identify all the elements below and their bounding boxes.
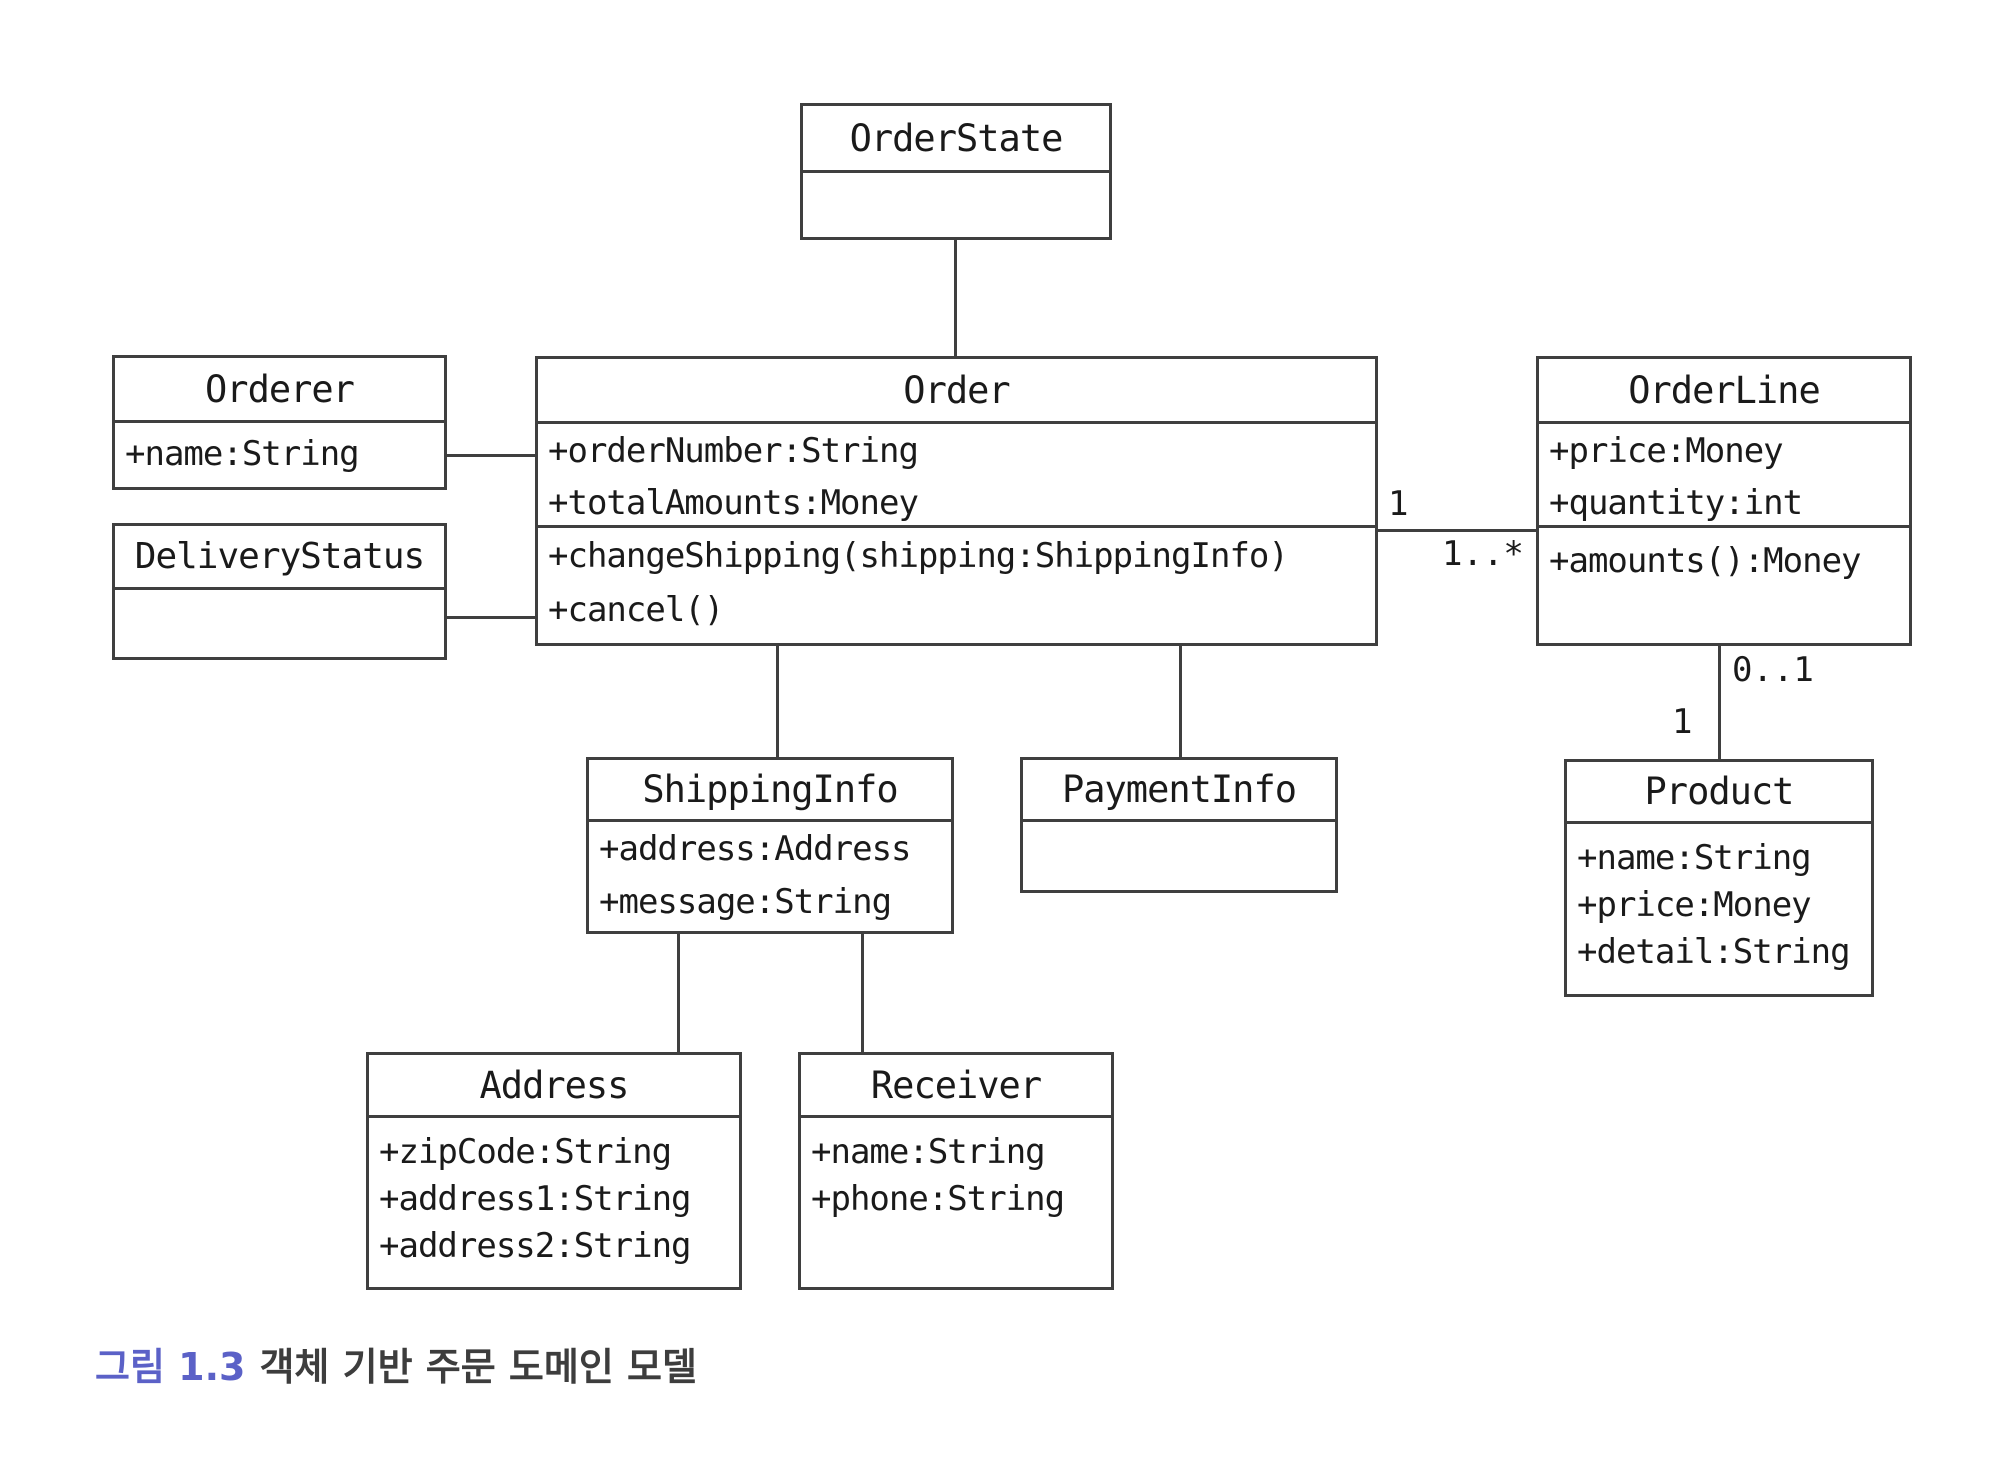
attribute-row: +name:String: [125, 433, 360, 474]
association-line-orderline-product: [1718, 645, 1721, 759]
association-line-deliverystatus-order: [447, 616, 535, 619]
association-line-order-shippinginfo: [776, 645, 779, 757]
class-name-order: Order: [538, 359, 1375, 424]
attributes-compartment: +zipCode:String +address1:String +addres…: [369, 1118, 739, 1284]
class-box-product: Product +name:String +price:Money +detai…: [1564, 759, 1874, 997]
class-box-orderer: Orderer +name:String: [112, 355, 447, 490]
association-line-order-orderline: [1378, 529, 1536, 532]
association-line-shippinginfo-address: [677, 934, 680, 1052]
methods-compartment: +amounts():Money: [1539, 528, 1909, 637]
class-box-paymentinfo: PaymentInfo: [1020, 757, 1338, 893]
attribute-row: +name:String: [1577, 837, 1812, 878]
attributes-compartment: +name:String +price:Money +detail:String: [1567, 824, 1871, 991]
figure-caption-number: 그림 1.3: [95, 1345, 246, 1389]
method-row: +amounts():Money: [1549, 541, 1862, 581]
method-row: +changeShipping(shipping:ShippingInfo): [548, 536, 1289, 576]
empty-compartment: [115, 590, 444, 654]
attribute-row: +address1:String: [379, 1178, 692, 1219]
method-row: +cancel(): [548, 590, 724, 630]
attributes-compartment: +address:Address +message:String: [589, 822, 951, 928]
attribute-row: +totalAmounts:Money: [548, 483, 919, 523]
attribute-row: +quantity:int: [1549, 483, 1803, 523]
attributes-compartment: +orderNumber:String +totalAmounts:Money: [538, 424, 1375, 528]
class-box-orderline: OrderLine +price:Money +quantity:int +am…: [1536, 356, 1912, 646]
class-name-orderer: Orderer: [115, 358, 444, 423]
attributes-compartment: +name:String: [115, 423, 444, 484]
attribute-row: +name:String: [811, 1131, 1046, 1172]
attribute-row: +detail:String: [1577, 931, 1851, 972]
association-line-order-paymentinfo: [1179, 645, 1182, 757]
class-box-address: Address +zipCode:String +address1:String…: [366, 1052, 742, 1290]
class-name-product: Product: [1567, 762, 1871, 824]
multiplicity-label-order-side: 1: [1388, 484, 1409, 524]
class-name-address: Address: [369, 1055, 739, 1118]
class-box-order: Order +orderNumber:String +totalAmounts:…: [535, 356, 1378, 646]
attribute-row: +price:Money: [1549, 431, 1784, 471]
association-line-shippinginfo-receiver: [861, 934, 864, 1052]
attribute-row: +zipCode:String: [379, 1131, 672, 1172]
attribute-row: +message:String: [599, 881, 892, 922]
attribute-row: +address:Address: [599, 828, 912, 869]
figure-caption-text: 객체 기반 주문 도메인 모델: [259, 1345, 697, 1389]
class-name-shippinginfo: ShippingInfo: [589, 760, 951, 822]
class-name-deliverystatus: DeliveryStatus: [115, 526, 444, 590]
multiplicity-label-orderline-bottom: 0..1: [1732, 650, 1814, 690]
attribute-row: +price:Money: [1577, 884, 1812, 925]
class-name-paymentinfo: PaymentInfo: [1023, 760, 1335, 822]
class-name-receiver: Receiver: [801, 1055, 1111, 1118]
methods-compartment: +changeShipping(shipping:ShippingInfo) +…: [538, 528, 1375, 637]
figure-caption: 그림 1.3 객체 기반 주문 도메인 모델: [95, 1336, 697, 1391]
class-box-orderstate: OrderState: [800, 103, 1112, 240]
empty-compartment: [1023, 822, 1335, 890]
class-name-orderstate: OrderState: [803, 106, 1109, 173]
class-box-receiver: Receiver +name:String +phone:String: [798, 1052, 1114, 1290]
multiplicity-label-orderline-side: 1..*: [1442, 534, 1524, 574]
class-box-shippinginfo: ShippingInfo +address:Address +message:S…: [586, 757, 954, 934]
attribute-row: +phone:String: [811, 1178, 1065, 1219]
class-box-deliverystatus: DeliveryStatus: [112, 523, 447, 660]
association-line-orderer-order: [447, 454, 535, 457]
attribute-row: +address2:String: [379, 1225, 692, 1266]
attributes-compartment: +price:Money +quantity:int: [1539, 424, 1909, 528]
attribute-row: +orderNumber:String: [548, 431, 919, 471]
class-name-orderline: OrderLine: [1539, 359, 1909, 424]
multiplicity-label-product-side: 1: [1672, 702, 1693, 742]
association-line-orderstate-order: [954, 240, 957, 356]
attributes-compartment: +name:String +phone:String: [801, 1118, 1111, 1284]
empty-compartment: [803, 173, 1109, 234]
